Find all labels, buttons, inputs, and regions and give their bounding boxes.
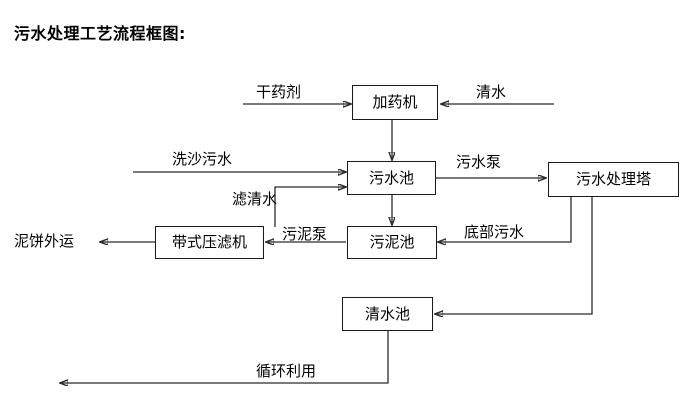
label-wastewater-pump: 污水泵 (456, 155, 501, 170)
label-text: 泥饼外运 (14, 232, 75, 250)
label-sand-wash-wastewater: 洗沙污水 (172, 152, 232, 167)
node-label: 清水池 (364, 304, 410, 323)
label-filtered-clear-water: 滤清水 (232, 192, 277, 207)
label-bottom-wastewater: 底部污水 (464, 225, 524, 240)
edge-clean-water-pool-to-recycle (60, 331, 389, 383)
node-clean-water-pool[interactable]: 清水池 (342, 297, 433, 331)
label-recycle-reuse: 循环利用 (256, 364, 316, 379)
label-text: 清水 (476, 83, 507, 101)
label-text: 污泥泵 (282, 225, 328, 243)
node-dosing-machine[interactable]: 加药机 (352, 85, 438, 120)
node-label: 污泥池 (369, 233, 415, 251)
node-label: 污水池 (368, 168, 414, 187)
node-wastewater-pool[interactable]: 污水池 (347, 161, 436, 195)
label-clean-water-in: 清水 (476, 85, 506, 100)
label-text: 污水泵 (456, 153, 502, 171)
node-sludge-pool[interactable]: 污泥池 (347, 226, 437, 259)
node-treatment-tower[interactable]: 污水处理塔 (548, 162, 679, 197)
label-text: 循环利用 (256, 362, 317, 380)
label-text: 洗沙污水 (172, 150, 233, 168)
node-label: 污水处理塔 (575, 170, 651, 188)
node-label: 带式压滤机 (171, 233, 247, 251)
label-text: 干药剂 (256, 83, 302, 101)
page-title: 污水处理工艺流程框图: (14, 24, 186, 43)
label-sludge-pump: 污泥泵 (282, 227, 327, 242)
edge-tower-to-clean-water-pool (435, 197, 593, 314)
label-text: 滤清水 (232, 190, 278, 208)
edge-filtered-water-to-wastewater-pool (274, 187, 346, 227)
label-text: 底部污水 (464, 223, 525, 241)
node-belt-filter-press[interactable]: 带式压滤机 (155, 226, 264, 259)
node-label: 加药机 (372, 93, 418, 111)
label-mud-cake-out: 泥饼外运 (14, 234, 74, 249)
edge-bottom-wastewater-to-sludge-pool (438, 197, 572, 242)
label-dry-chemical: 干药剂 (256, 85, 301, 100)
